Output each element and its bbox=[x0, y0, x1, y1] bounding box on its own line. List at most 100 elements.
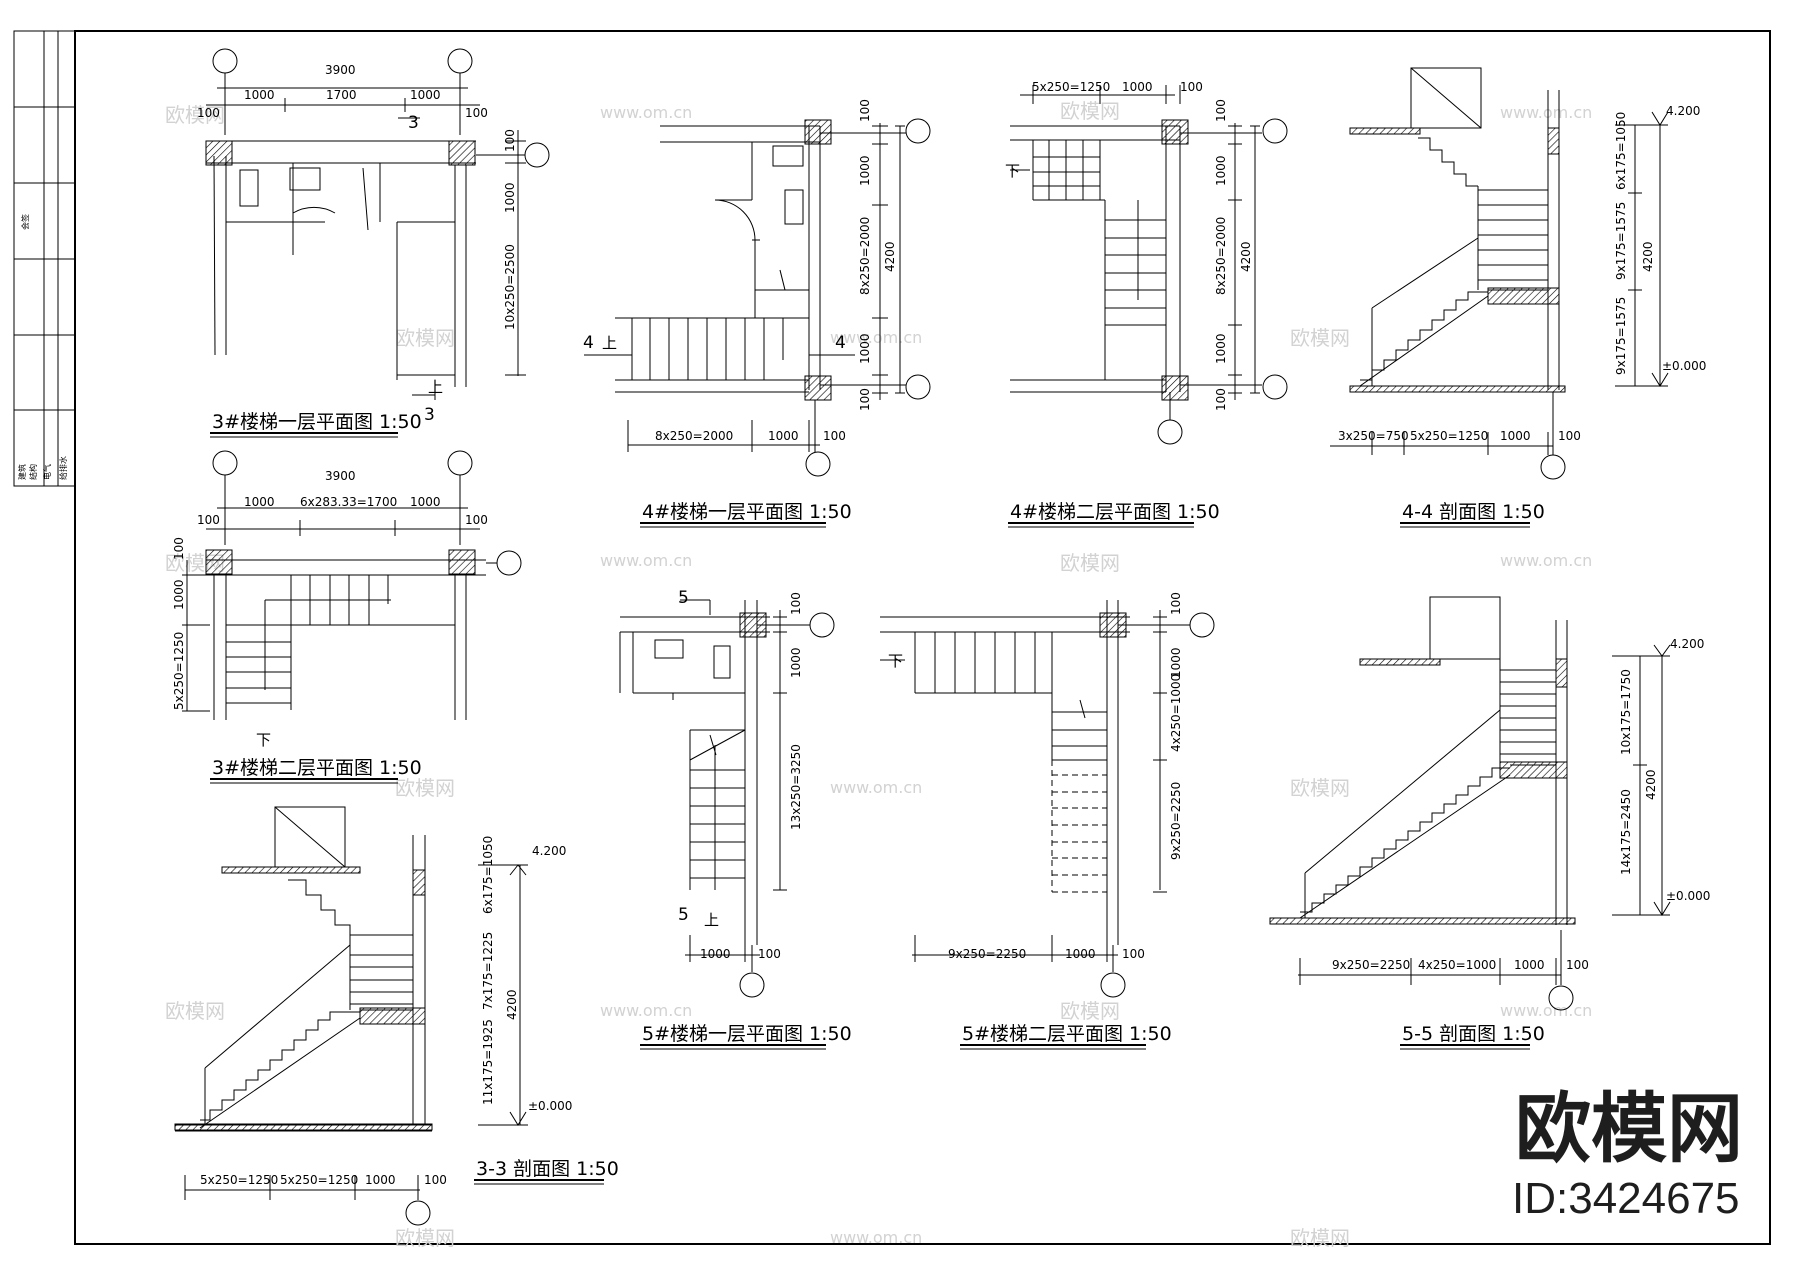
view-title: 4#楼梯一层平面图 1:50 bbox=[642, 501, 852, 523]
svg-text:9x250=2250: 9x250=2250 bbox=[1169, 782, 1183, 860]
svg-text:4.200: 4.200 bbox=[532, 844, 566, 858]
svg-text:±0.000: ±0.000 bbox=[528, 1099, 572, 1113]
view-title: 4#楼梯二层平面图 1:50 bbox=[1010, 501, 1220, 523]
view-4-second-floor-plan: 5x250=1250 1000 100 100 1000 8x250=2000 … bbox=[1005, 80, 1288, 528]
side-tag-struct: 结构 bbox=[28, 464, 38, 480]
dim-1000: 1000 bbox=[244, 495, 275, 509]
svg-text:5x250=1250: 5x250=1250 bbox=[200, 1173, 278, 1187]
signature-strip bbox=[13, 30, 76, 487]
id-label: ID:3424675 bbox=[1512, 1174, 1740, 1223]
drawing-border bbox=[74, 30, 1771, 1245]
view-title: 3#楼梯二层平面图 1:50 bbox=[212, 757, 422, 779]
svg-text:7x175=1225: 7x175=1225 bbox=[481, 932, 495, 1010]
svg-text:www.om.cn: www.om.cn bbox=[1500, 1001, 1592, 1020]
svg-text:欧模网: 欧模网 bbox=[1290, 326, 1350, 350]
view-title: 4-4 剖面图 1:50 bbox=[1402, 501, 1545, 523]
svg-text:www.om.cn: www.om.cn bbox=[600, 551, 692, 570]
section-mark: 5 bbox=[678, 905, 689, 925]
view-title: 3-3 剖面图 1:50 bbox=[476, 1158, 619, 1180]
view-4-4-section: 6x175=1050 9x175=1575 9x175=1575 4200 3x… bbox=[1330, 67, 1706, 528]
dim-1000: 1000 bbox=[244, 88, 275, 102]
section-mark: 3 bbox=[424, 405, 435, 425]
svg-text:欧模网: 欧模网 bbox=[165, 999, 225, 1023]
svg-text:4200: 4200 bbox=[883, 241, 897, 272]
side-note: 会签 bbox=[20, 214, 30, 230]
svg-text:9x175=1575: 9x175=1575 bbox=[1614, 297, 1628, 375]
up-label: 上 bbox=[704, 911, 719, 929]
dim-1700: 6x283.33=1700 bbox=[300, 495, 397, 509]
section-mark: 4 bbox=[583, 333, 594, 353]
down-label: 下 bbox=[256, 731, 271, 749]
dim-100: 100 bbox=[503, 129, 517, 152]
view-3-first-floor-plan: 3900 1000 1700 1000 100 100 100 1000 10x… bbox=[197, 48, 550, 438]
svg-text:4x250=1000: 4x250=1000 bbox=[1169, 674, 1183, 752]
view-5-first-floor-plan: 100 1000 13x250=3250 1000 100 5 5 上 5#楼梯… bbox=[619, 588, 852, 1050]
svg-text:10x175=1750: 10x175=1750 bbox=[1619, 669, 1633, 755]
section-mark: 3 bbox=[408, 113, 419, 133]
brand-large: 欧模网 bbox=[1515, 1084, 1743, 1173]
svg-text:8x250=2000: 8x250=2000 bbox=[858, 217, 872, 295]
svg-text:www.om.cn: www.om.cn bbox=[830, 778, 922, 797]
view-title: 3#楼梯一层平面图 1:50 bbox=[212, 411, 422, 433]
dim-3900: 3900 bbox=[325, 469, 356, 483]
svg-text:欧模网: 欧模网 bbox=[1060, 551, 1120, 575]
svg-text:欧模网: 欧模网 bbox=[1290, 1226, 1350, 1250]
svg-text:±0.000: ±0.000 bbox=[1662, 359, 1706, 373]
svg-text:5x250=1250: 5x250=1250 bbox=[1032, 80, 1110, 94]
svg-text:4x250=1000: 4x250=1000 bbox=[1418, 958, 1496, 972]
svg-text:100: 100 bbox=[858, 388, 872, 411]
view-5-5-section: 10x175=1750 14x175=2450 4200 9x250=2250 … bbox=[1269, 596, 1710, 1050]
svg-text:11x175=1925: 11x175=1925 bbox=[481, 1019, 495, 1105]
svg-text:100: 100 bbox=[858, 99, 872, 122]
dim-2500: 10x250=2500 bbox=[503, 244, 517, 330]
section-mark: 5 bbox=[678, 588, 689, 608]
svg-text:4.200: 4.200 bbox=[1666, 104, 1700, 118]
svg-text:欧模网: 欧模网 bbox=[1060, 999, 1120, 1023]
view-title: 5-5 剖面图 1:50 bbox=[1402, 1023, 1545, 1045]
side-tag-elec: 电气 bbox=[42, 464, 52, 480]
view-3-3-section: 6x175=1050 7x175=1225 11x175=1925 4200 5… bbox=[174, 806, 619, 1226]
view-title: 5#楼梯一层平面图 1:50 bbox=[642, 1023, 852, 1045]
svg-text:www.om.cn: www.om.cn bbox=[600, 1001, 692, 1020]
svg-text:1000: 1000 bbox=[1514, 958, 1545, 972]
side-tag-plumb: 给排水 bbox=[58, 456, 68, 480]
dim-100: 100 bbox=[172, 537, 186, 560]
svg-text:www.om.cn: www.om.cn bbox=[600, 103, 692, 122]
svg-text:4200: 4200 bbox=[1641, 241, 1655, 272]
svg-text:8x250=2000: 8x250=2000 bbox=[655, 429, 733, 443]
svg-text:13x250=3250: 13x250=3250 bbox=[789, 744, 803, 830]
svg-text:100: 100 bbox=[1180, 80, 1203, 94]
down-label: 下 bbox=[888, 652, 903, 670]
svg-text:1000: 1000 bbox=[1214, 155, 1228, 186]
svg-text:1000: 1000 bbox=[1122, 80, 1153, 94]
svg-text:100: 100 bbox=[1169, 592, 1183, 615]
svg-text:4.200: 4.200 bbox=[1670, 637, 1704, 651]
svg-text:1000: 1000 bbox=[700, 947, 731, 961]
svg-text:100: 100 bbox=[1122, 947, 1145, 961]
svg-text:www.om.cn: www.om.cn bbox=[830, 1228, 922, 1247]
svg-text:9x250=2250: 9x250=2250 bbox=[1332, 958, 1410, 972]
svg-text:9x250=2250: 9x250=2250 bbox=[948, 947, 1026, 961]
svg-text:100: 100 bbox=[789, 592, 803, 615]
view-4-first-floor-plan: 100 1000 8x250=2000 1000 100 4200 8x250=… bbox=[583, 99, 931, 528]
svg-text:4200: 4200 bbox=[505, 989, 519, 1020]
svg-text:欧模网: 欧模网 bbox=[395, 776, 455, 800]
view-title: 5#楼梯二层平面图 1:50 bbox=[962, 1023, 1172, 1045]
svg-text:5x250=1250: 5x250=1250 bbox=[280, 1173, 358, 1187]
svg-text:5x250=1250: 5x250=1250 bbox=[1410, 429, 1488, 443]
view-5-second-floor-plan: 100 1000 4x250=1000 9x250=2250 9x250=225… bbox=[880, 592, 1215, 1050]
svg-text:14x175=2450: 14x175=2450 bbox=[1619, 789, 1633, 875]
brand-mark: 欧模网 ID:3424675 bbox=[1495, 1080, 1760, 1225]
svg-text:9x175=1575: 9x175=1575 bbox=[1614, 202, 1628, 280]
svg-text:4200: 4200 bbox=[1239, 241, 1253, 272]
watermarks: 欧模网 www.om.cn 欧模网 www.om.cn 欧模网 www.om.c… bbox=[165, 99, 1592, 1250]
svg-text:100: 100 bbox=[424, 1173, 447, 1187]
svg-text:100: 100 bbox=[1214, 388, 1228, 411]
dim-1000: 1000 bbox=[410, 88, 441, 102]
dim-1000: 1000 bbox=[503, 182, 517, 213]
svg-text:1000: 1000 bbox=[768, 429, 799, 443]
svg-text:3x250=750: 3x250=750 bbox=[1338, 429, 1409, 443]
svg-text:4200: 4200 bbox=[1644, 769, 1658, 800]
svg-text:100: 100 bbox=[1566, 958, 1589, 972]
